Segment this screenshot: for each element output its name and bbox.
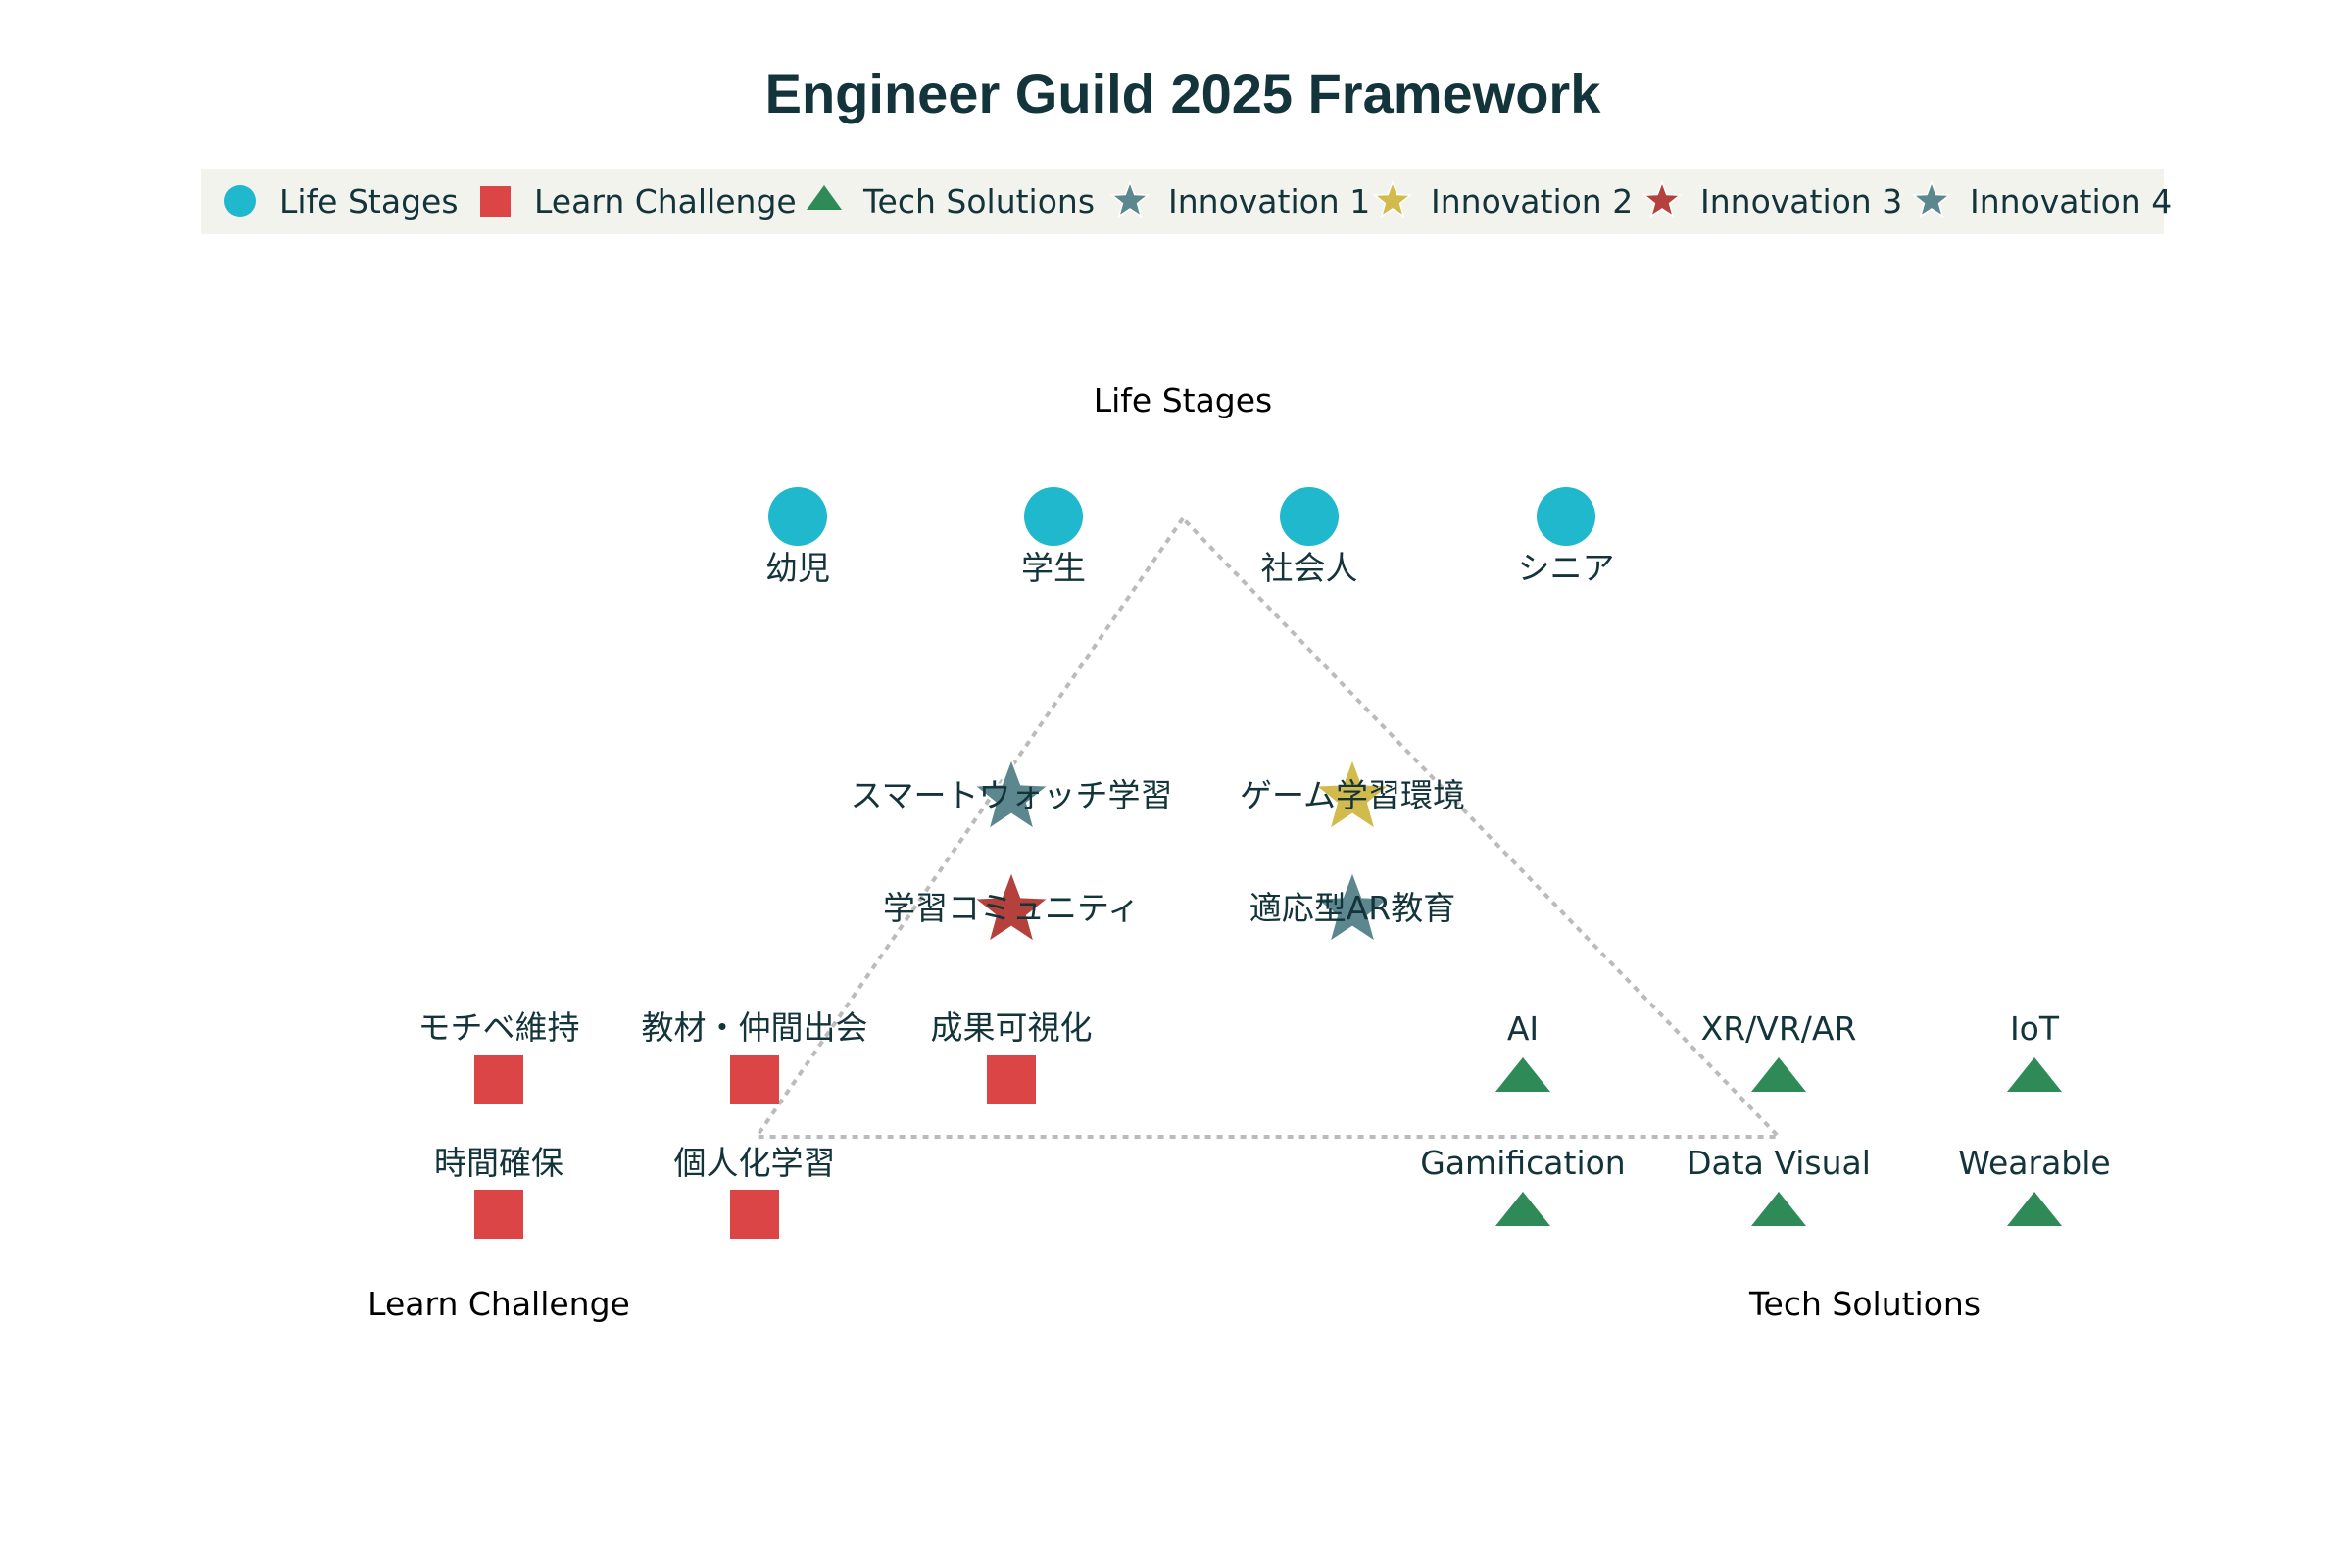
life-stage-node[interactable]: 学生 [1021,487,1086,587]
tech-solution-label: XR/VR/AR [1701,1009,1857,1048]
life-stage-circle [1537,487,1595,546]
legend: Life Stages Learn Challenge Tech Solutio… [201,169,2172,234]
legend-item-learn-challenge[interactable]: Learn Challenge [480,182,797,220]
innovation-star-icon [971,756,1052,832]
framework-triangle [753,514,1784,1139]
legend-label: Innovation 2 [1431,182,1633,220]
legend-item-life-stages[interactable]: Life Stages [224,182,459,220]
learn-challenge-node[interactable]: 時間確保 [434,1144,564,1239]
innovation-label: スマートウォッチ学習 [850,776,1172,814]
tech-solution-label: Data Visual [1687,1144,1871,1182]
innovations-group: スマートウォッチ学習 ゲーム学習環境 学習コミュニティ 適応型AR教育 [850,756,1465,945]
legend-star-icon [1372,179,1413,219]
life-stage-label: シニア [1518,549,1615,587]
innovation-label: 適応型AR教育 [1250,889,1456,927]
tech-solution-triangle [1495,1192,1550,1226]
innovation-node[interactable]: スマートウォッチ学習 [850,756,1173,832]
learn-challenge-node[interactable]: 教材・仲間出会 [642,1008,868,1104]
innovation-star-icon [971,868,1052,945]
learn-challenge-label: 時間確保 [434,1144,564,1182]
legend-triangle-icon [807,185,842,210]
tech-solution-node[interactable]: Gamification [1420,1144,1626,1226]
legend-star-icon [1642,179,1683,219]
learn-challenge-square [474,1190,523,1239]
learn-challenge-label: 教材・仲間出会 [642,1008,868,1047]
group-label-life-stages: Life Stages [1094,381,1273,419]
life-stage-circle [1280,487,1339,546]
life-stage-label: 学生 [1021,549,1086,587]
life-stage-label: 社会人 [1261,549,1358,587]
life-stages-group: 幼児 学生 社会人 シニア [765,487,1615,587]
legend-item-innovation-2[interactable]: Innovation 2 [1372,179,1633,220]
tech-solution-node[interactable]: IoT [2007,1009,2062,1092]
learn-challenge-square [730,1055,779,1104]
life-stage-node[interactable]: シニア [1518,487,1615,587]
innovation-label: ゲーム学習環境 [1240,776,1465,814]
legend-label: Innovation 4 [1970,182,2172,220]
tech-solution-triangle [2007,1057,2062,1092]
tech-solution-label: AI [1507,1009,1539,1048]
learn-challenge-square [730,1190,779,1239]
life-stage-circle [1024,487,1083,546]
tech-solution-node[interactable]: Data Visual [1687,1144,1871,1226]
learn-challenge-node[interactable]: 成果可視化 [931,1008,1093,1104]
legend-label: Tech Solutions [862,182,1095,220]
innovation-node[interactable]: ゲーム学習環境 [1240,756,1465,832]
legend-star-icon [1109,179,1151,219]
learn-challenge-label: モチベ維持 [418,1008,580,1047]
tech-solution-label: Wearable [1958,1144,2110,1182]
learn-challenge-node[interactable]: 個人化学習 [674,1144,836,1239]
legend-circle-icon [224,185,256,217]
innovation-node[interactable]: 適応型AR教育 [1250,868,1456,945]
legend-item-tech-solutions[interactable]: Tech Solutions [807,182,1095,220]
tech-solutions-group: AI XR/VR/AR IoT Gamification Data Visual… [1420,1009,2111,1226]
innovation-star-icon [1312,868,1393,945]
tech-solution-label: Gamification [1420,1144,1625,1182]
tech-solution-node[interactable]: AI [1495,1009,1550,1092]
innovation-node[interactable]: 学習コミュニティ [883,868,1140,945]
life-stage-label: 幼児 [765,549,830,587]
tech-solution-node[interactable]: XR/VR/AR [1701,1009,1857,1092]
learn-challenge-label: 成果可視化 [931,1008,1093,1047]
legend-label: Innovation 3 [1700,182,1902,220]
learn-challenge-square [987,1055,1036,1104]
legend-star-icon [1911,179,1952,219]
legend-label: Innovation 1 [1168,182,1370,220]
tech-solution-node[interactable]: Wearable [1958,1144,2111,1226]
legend-item-innovation-3[interactable]: Innovation 3 [1642,179,1902,220]
group-label-tech-solutions: Tech Solutions [1748,1285,1981,1323]
diagram-title: Engineer Guild 2025 Framework [765,63,1602,124]
legend-item-innovation-1[interactable]: Innovation 1 [1109,179,1370,220]
innovation-label: 学習コミュニティ [883,889,1140,927]
learn-challenge-group: モチベ維持 教材・仲間出会 成果可視化 時間確保 個人化学習 [418,1008,1093,1239]
tech-solution-label: IoT [2010,1009,2060,1048]
legend-item-innovation-4[interactable]: Innovation 4 [1911,179,2172,220]
group-label-learn-challenge: Learn Challenge [368,1285,630,1323]
life-stage-circle [768,487,827,546]
life-stage-node[interactable]: 幼児 [765,487,830,587]
learn-challenge-label: 個人化学習 [674,1144,836,1182]
tech-solution-triangle [1495,1057,1550,1092]
legend-label: Learn Challenge [534,182,797,220]
life-stage-node[interactable]: 社会人 [1261,487,1358,587]
tech-solution-triangle [2007,1192,2062,1226]
legend-background [201,169,2164,234]
legend-label: Life Stages [279,182,459,220]
legend-square-icon [480,186,511,217]
learn-challenge-square [474,1055,523,1104]
innovation-star-icon [1312,756,1393,832]
tech-solution-triangle [1751,1057,1806,1092]
learn-challenge-node[interactable]: モチベ維持 [418,1008,580,1104]
tech-solution-triangle [1751,1192,1806,1226]
